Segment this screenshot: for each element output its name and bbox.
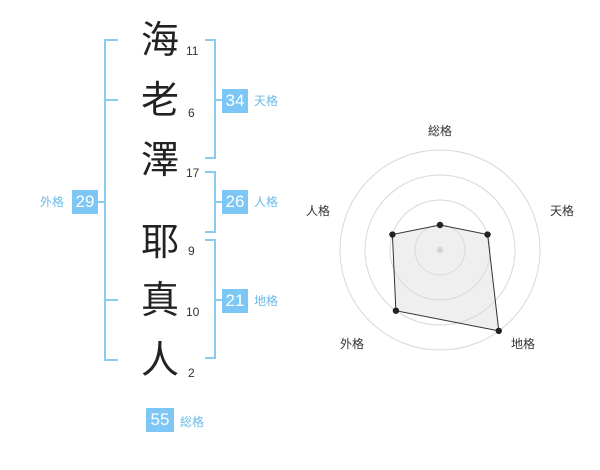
name-char-2: 老 bbox=[140, 78, 179, 122]
radar-point-4 bbox=[392, 307, 400, 314]
gaikaku-label: 外格 bbox=[40, 195, 65, 209]
radar-axis-label-soukaku: 総格 bbox=[428, 124, 453, 138]
name-char-5: 真 bbox=[140, 278, 179, 322]
jinkaku-label: 人格 bbox=[254, 195, 279, 209]
stroke-count-2: 6 bbox=[188, 106, 195, 120]
stroke-count-3: 17 bbox=[186, 166, 200, 180]
radar-grid-ring bbox=[339, 149, 541, 351]
radar-axis-label-tenkaku: 天格 bbox=[550, 204, 575, 218]
name-char-1: 海 bbox=[140, 18, 179, 62]
radar-axis-label-gaikaku: 外格 bbox=[340, 337, 365, 351]
tenkaku-value: 34 bbox=[222, 89, 248, 113]
stroke-count-6: 2 bbox=[188, 366, 195, 380]
name-char-6: 人 bbox=[140, 338, 179, 382]
stroke-count-5: 10 bbox=[186, 305, 200, 319]
radar-axis-label-chikaku: 地格 bbox=[511, 337, 536, 351]
radar-series-polygon bbox=[391, 224, 500, 332]
name-char-3: 澤 bbox=[140, 138, 179, 182]
radar-grid-ring bbox=[364, 174, 516, 326]
gaikaku-value: 29 bbox=[72, 190, 98, 214]
radar-point-5 bbox=[389, 231, 396, 238]
jinkaku-value: 26 bbox=[222, 190, 248, 214]
soukaku-value: 55 bbox=[146, 408, 174, 432]
tenkaku-label: 天格 bbox=[254, 94, 279, 108]
soukaku-label: 総格 bbox=[180, 415, 205, 429]
chikaku-label: 地格 bbox=[254, 294, 279, 308]
name-char-4: 耶 bbox=[140, 220, 179, 264]
stroke-count-4: 9 bbox=[188, 244, 195, 258]
radar-point-2 bbox=[484, 231, 491, 238]
radar-center-dot bbox=[437, 247, 443, 253]
radar-point-1 bbox=[436, 221, 444, 229]
chikaku-value: 21 bbox=[222, 289, 248, 313]
radar-grid-ring bbox=[389, 199, 491, 301]
radar-axis-label-jinkaku: 人格 bbox=[306, 204, 331, 218]
stroke-count-1: 11 bbox=[186, 44, 199, 58]
radar-point-3 bbox=[495, 327, 502, 335]
